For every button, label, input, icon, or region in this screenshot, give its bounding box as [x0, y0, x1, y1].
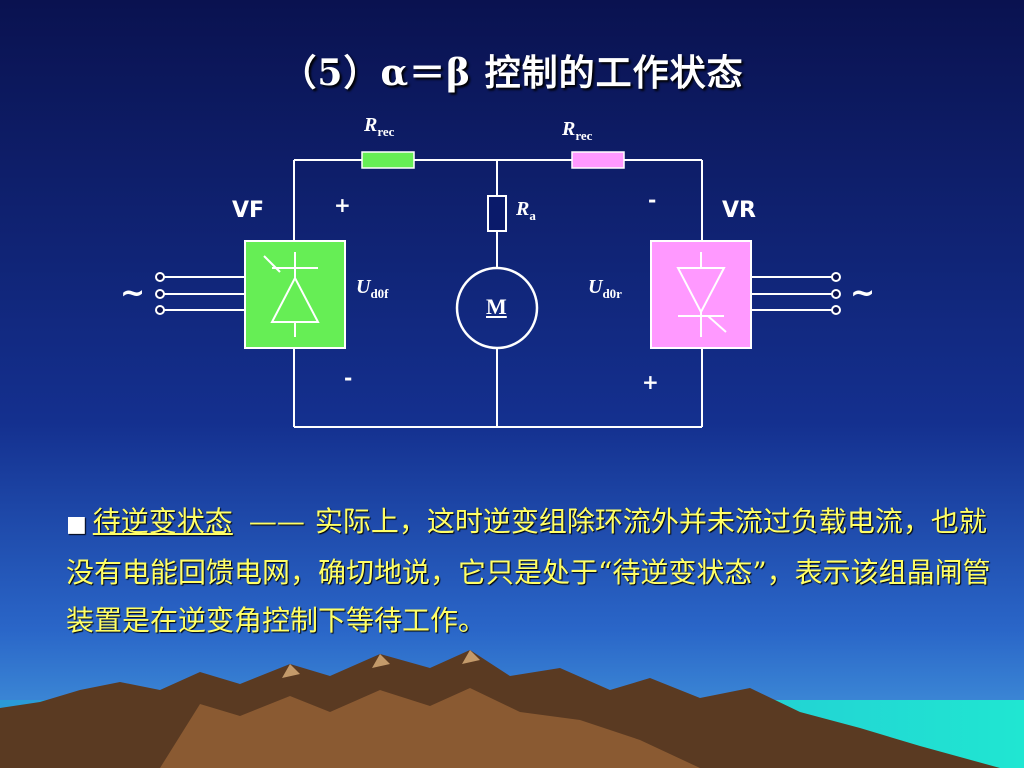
left-ac-source-icon: ~: [120, 276, 146, 311]
motor-circle: [455, 266, 539, 350]
left-voltage-label: Ud0f: [356, 276, 389, 301]
standby-inversion-keyword: 待逆变状态: [92, 505, 233, 538]
left-top-polarity: +: [334, 193, 351, 217]
motor-label: M: [486, 294, 507, 319]
vf-label: VF: [232, 198, 265, 223]
description-paragraph: ■待逆变状态 ——实际上，这时逆变组除环流外并未流过负载电流，也就没有电能回馈电网…: [66, 498, 996, 645]
left-rec-resistor-label: Rrec: [364, 114, 395, 139]
bullet-icon: ■: [66, 512, 87, 537]
forward-thyristor-icon: [263, 252, 320, 337]
slide-title: （5）α＝β 控制的工作状态: [280, 52, 744, 94]
armature-resistor: [487, 195, 507, 232]
circuit-wires: [164, 159, 832, 428]
right-bottom-polarity: +: [642, 370, 659, 394]
left-rec-resistor: [361, 151, 415, 169]
right-rec-resistor-label: Rrec: [562, 118, 593, 143]
right-top-polarity: -: [648, 188, 657, 212]
description-text: 实际上，这时逆变组除环流外并未流过负载电流，也就没有电能回馈电网，确切地说，它只…: [66, 505, 991, 637]
right-voltage-label: Ud0r: [588, 276, 622, 301]
reverse-thyristor-icon: [676, 252, 727, 337]
right-ac-source-icon: ~: [850, 276, 876, 311]
vr-label: VR: [722, 198, 756, 223]
left-bottom-polarity: -: [344, 366, 353, 390]
ac-terminals: [155, 272, 841, 315]
right-rec-resistor: [571, 151, 625, 169]
armature-resistor-label: Ra: [516, 198, 536, 223]
em-dash: ——: [248, 505, 305, 538]
